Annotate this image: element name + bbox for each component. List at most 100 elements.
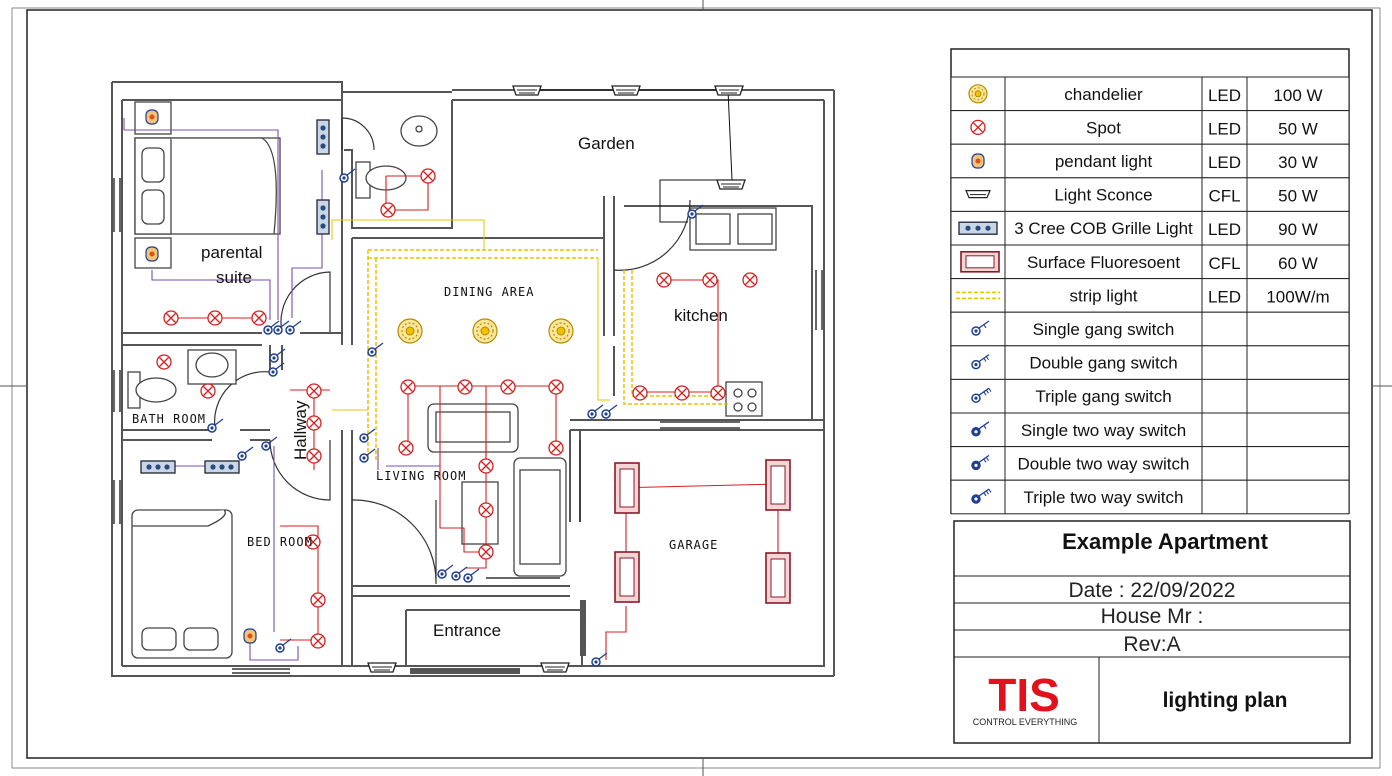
- chandelier-icon: [472, 318, 498, 344]
- legend-item-type: LED: [1208, 86, 1241, 105]
- room-label-garden: Garden: [578, 134, 635, 153]
- spot-light-icon: [478, 458, 494, 474]
- room-label-kitchen: kitchen: [674, 306, 728, 325]
- legend-row: Triple gang switch: [950, 378, 1350, 414]
- spot-light-icon: [656, 272, 672, 288]
- cob-grille-light-icon: [316, 199, 330, 235]
- spot-light-icon: [478, 544, 494, 560]
- surface-fluorescent-icon: [614, 551, 640, 603]
- light-sconce-icon: [512, 85, 542, 96]
- spot-light-icon: [310, 592, 326, 608]
- legend-item-name: strip light: [1069, 286, 1137, 305]
- switch-icon: [463, 568, 480, 583]
- spot-light-icon: [156, 354, 172, 370]
- project-title: Example Apartment: [1062, 529, 1268, 554]
- switch-icon: [587, 404, 604, 419]
- room-label-bath: BATH ROOM: [132, 412, 206, 426]
- windows: [113, 178, 823, 674]
- room-label-dining: DINING AREA: [444, 285, 534, 299]
- light-sconce-icon: [714, 85, 744, 96]
- surface-fluorescent-icon: [614, 462, 640, 514]
- room-label-entrance: Entrance: [433, 621, 501, 640]
- spot-light-icon: [548, 440, 564, 456]
- chandelier-icon: [548, 318, 574, 344]
- legend-item-power: 50 W: [1278, 187, 1318, 206]
- strip-light-icon: [956, 291, 1000, 300]
- room-label-living: LIVING ROOM: [376, 469, 466, 483]
- legend-row: Single two way switch: [950, 412, 1350, 448]
- spot-light-icon: [674, 385, 690, 401]
- legend-item-name: pendant light: [1055, 152, 1153, 171]
- switch-icon: [437, 564, 454, 579]
- legend-item-type: LED: [1208, 220, 1241, 239]
- legend-item-type: CFL: [1208, 254, 1240, 273]
- legend-row: strip light LED 100W/m: [950, 278, 1350, 313]
- spot-light-icon: [632, 385, 648, 401]
- switch-icon: [237, 446, 254, 461]
- legend-item-name: Single two way switch: [1021, 421, 1186, 440]
- room-label-garage: GARAGE: [669, 538, 718, 552]
- spot-light-icon: [548, 379, 564, 395]
- switch-icon: [591, 652, 608, 667]
- spot-light-icon: [251, 310, 267, 326]
- legend-item-power: 60 W: [1278, 254, 1318, 273]
- cob-grille-light-icon: [958, 221, 998, 235]
- spot-light-icon: [380, 202, 396, 218]
- double-gang-switch-icon: [971, 354, 990, 370]
- spot-light-icon: [500, 379, 516, 395]
- floor-plan: Garden parental suite DINING AREA kitche…: [111, 81, 835, 677]
- legend-item-name: 3 Cree COB Grille Light: [1014, 219, 1193, 238]
- cob-grille-light-icon: [204, 460, 240, 474]
- spot-light-icon: [420, 168, 436, 184]
- furniture: [127, 101, 777, 659]
- spot-light-icon: [398, 440, 414, 456]
- date-field: Date : 22/09/2022: [1069, 579, 1236, 602]
- switch-icon: [207, 418, 224, 433]
- legend-row: chandelier LED 100 W: [950, 76, 1350, 112]
- legend-item-type: LED: [1208, 153, 1241, 172]
- spot-light-icon: [710, 385, 726, 401]
- surface-fluorescent-icon: [765, 552, 791, 604]
- light-sconce-icon: [965, 190, 991, 199]
- legend-item-name: Light Sconce: [1054, 186, 1152, 205]
- surface-fluorescent-icon: [765, 459, 791, 511]
- tis-tagline: CONTROL EVERYTHING: [973, 717, 1078, 727]
- legend-item-name: Double gang switch: [1029, 354, 1177, 373]
- spot-light-icon: [200, 383, 216, 399]
- switch-icon: [261, 436, 278, 451]
- drawing-name: lighting plan: [1163, 689, 1288, 712]
- room-label-parental-1: parental: [201, 243, 262, 262]
- strip-lights: [331, 219, 728, 460]
- spot-light-icon: [457, 379, 473, 395]
- legend-row: Triple two way switch: [950, 479, 1350, 515]
- revision-field: Rev:A: [1123, 633, 1180, 656]
- room-labels: Garden parental suite DINING AREA kitche…: [132, 134, 728, 640]
- legend-item-power: 100 W: [1273, 86, 1322, 105]
- light-sconce-icon: [540, 662, 570, 673]
- legend-item-type: LED: [1208, 287, 1241, 306]
- spot-light-icon: [478, 502, 494, 518]
- legend-item-power: 100W/m: [1266, 287, 1329, 306]
- tis-logo: TIS: [988, 669, 1060, 721]
- legend-item-type: CFL: [1208, 187, 1240, 206]
- surface-fluorescent-icon: [960, 250, 1000, 273]
- single-gang-switch-icon: [971, 320, 990, 336]
- room-label-bed: BED ROOM: [247, 535, 313, 549]
- room-label-parental-2: suite: [216, 268, 252, 287]
- doors: [214, 117, 691, 585]
- legend-item-name: Triple gang switch: [1035, 387, 1171, 406]
- single-two-way-switch-icon: [971, 421, 990, 437]
- triple-gang-switch-icon: [971, 387, 992, 403]
- legend-item-name: chandelier: [1064, 85, 1143, 104]
- spot-light-icon: [163, 310, 179, 326]
- cob-grille-light-icon: [316, 119, 330, 155]
- legend-item-name: Triple two way switch: [1024, 488, 1184, 507]
- room-label-hallway: Hallway: [291, 400, 310, 460]
- spot-light-icon: [310, 633, 326, 649]
- double-two-way-switch-icon: [971, 454, 990, 471]
- switch-icon: [601, 404, 618, 419]
